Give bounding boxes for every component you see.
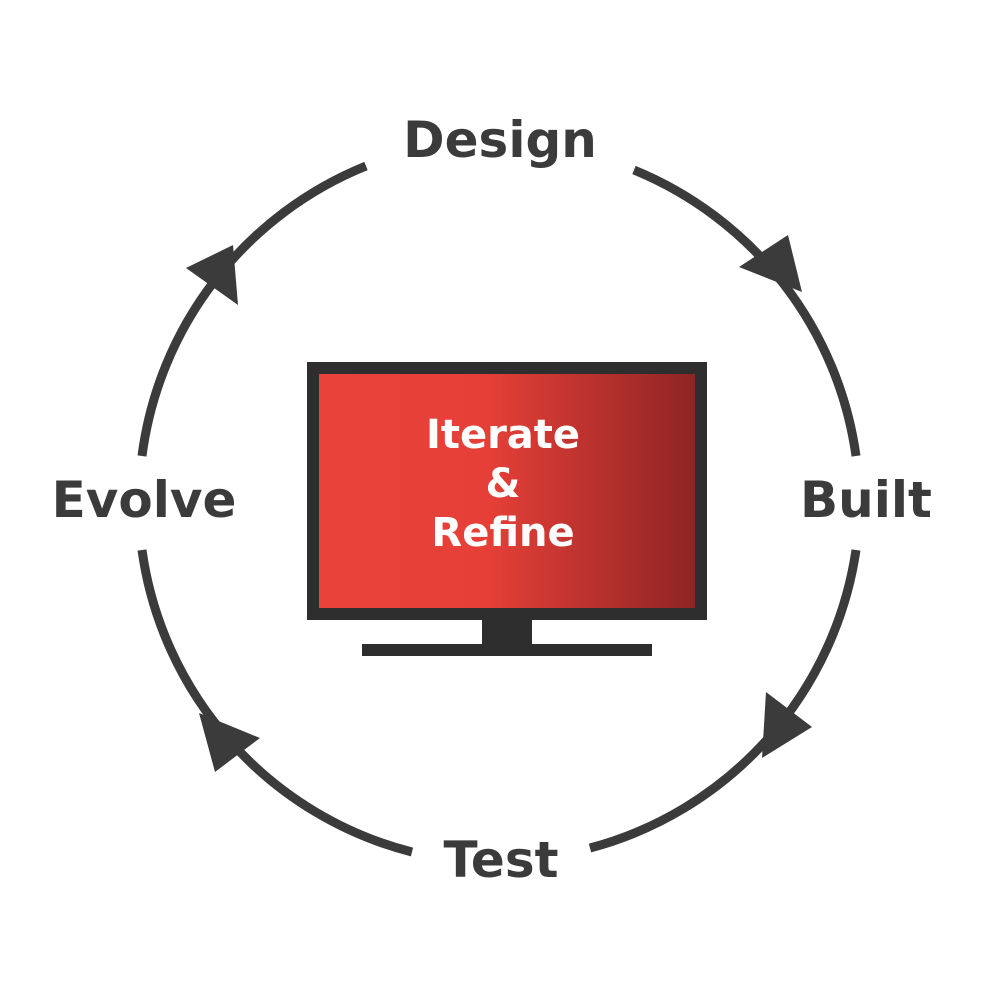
monitor-screen	[319, 374, 695, 608]
monitor-icon	[307, 362, 707, 656]
arrowhead-icon	[739, 235, 802, 292]
arrowhead-icon	[199, 713, 260, 772]
stage-label-evolve: Evolve	[52, 471, 237, 529]
center-text-line-1: Iterate	[426, 412, 580, 458]
arrowhead-icon	[186, 245, 238, 305]
center-text-line-2: &	[486, 461, 521, 507]
stage-label-test: Test	[443, 831, 558, 889]
arrowhead-icon	[762, 692, 812, 758]
stage-label-built: Built	[800, 471, 932, 529]
stage-label-design: Design	[403, 111, 597, 169]
monitor-neck	[482, 620, 532, 646]
center-text-line-3: Refine	[431, 510, 574, 556]
monitor-base	[362, 644, 652, 656]
